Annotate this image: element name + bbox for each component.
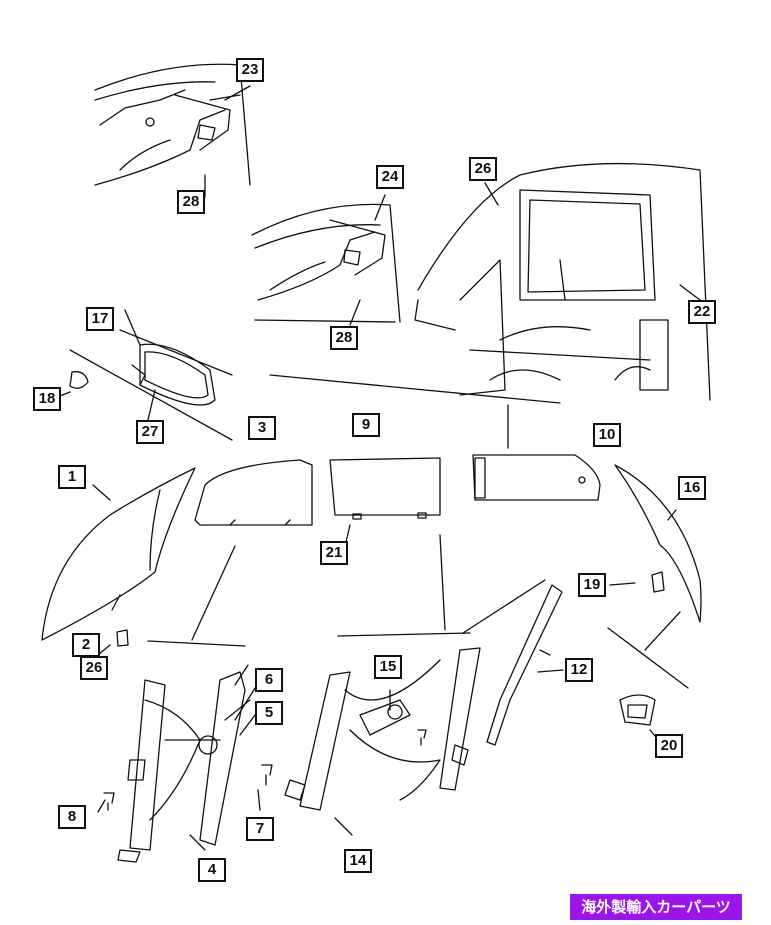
callout-20: 20 (655, 734, 683, 758)
front-door-glass (194, 459, 313, 526)
callout-16: 16 (678, 476, 706, 500)
callout-7: 7 (246, 817, 274, 841)
callout-1: 1 (58, 465, 86, 489)
liftgate-glass (614, 464, 702, 623)
clip-19 (651, 571, 665, 593)
liftgate-view-upper (94, 63, 251, 186)
callout-26-vehicle: 26 (469, 157, 497, 181)
windshield (41, 467, 196, 641)
callout-10: 10 (593, 423, 621, 447)
bolt-7 (261, 764, 273, 786)
callout-14: 14 (344, 849, 372, 873)
callout-2: 2 (72, 633, 100, 657)
callout-9: 9 (352, 413, 380, 437)
callout-19: 19 (578, 573, 606, 597)
callout-18: 18 (33, 387, 61, 411)
callout-21: 21 (320, 541, 348, 565)
callout-28-lower: 28 (330, 326, 358, 350)
rearview-mirror (69, 329, 233, 441)
bolt-8 (103, 792, 115, 811)
rear-window-regulator (284, 647, 481, 811)
callout-23: 23 (236, 58, 264, 82)
shop-badge: 海外製輸入カーパーツ (570, 894, 742, 920)
callout-3: 3 (248, 416, 276, 440)
quarter-glass (472, 454, 601, 501)
callout-17: 17 (86, 307, 114, 331)
plug-26 (116, 629, 129, 647)
bolt-15 (417, 729, 427, 746)
vehicle-rear-view (414, 162, 711, 401)
callout-27: 27 (136, 420, 164, 444)
callout-5: 5 (255, 701, 283, 725)
callout-24: 24 (376, 165, 404, 189)
front-window-regulator (117, 664, 251, 863)
callout-6: 6 (255, 668, 283, 692)
callout-26-plug: 26 (80, 656, 108, 680)
glass-run-channel (486, 584, 563, 746)
callout-8: 8 (58, 805, 86, 829)
callout-4: 4 (198, 858, 226, 882)
callout-12: 12 (565, 658, 593, 682)
callout-28-upper: 28 (177, 190, 205, 214)
liftgate-view-lower (251, 203, 401, 323)
callout-15: 15 (374, 655, 402, 679)
callout-22: 22 (688, 300, 716, 324)
rear-door-glass (329, 457, 441, 520)
bezel-20 (619, 694, 656, 726)
